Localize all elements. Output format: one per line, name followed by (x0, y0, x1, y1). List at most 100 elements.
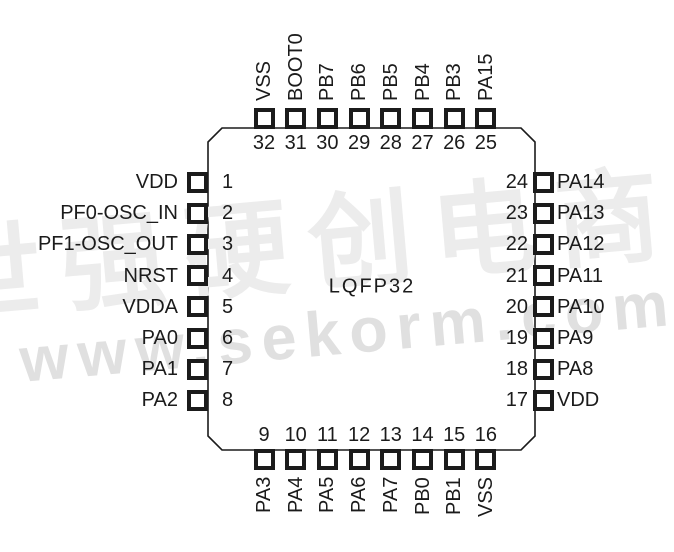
pin-square (253, 108, 275, 129)
pin-label: PB0 (411, 477, 434, 515)
pin-number: 9 (258, 424, 270, 446)
pin-number: 19 (505, 327, 528, 349)
pin-label: PA4 (284, 476, 307, 513)
pin-square (380, 108, 402, 129)
pin-square (533, 358, 554, 380)
pin-label: PA0 (141, 327, 178, 349)
pin-label: PA5 (316, 476, 339, 513)
pin-number: 23 (505, 202, 528, 225)
pin-number: 15 (443, 424, 466, 446)
pin-number: 1 (222, 171, 234, 193)
pin-label: PA8 (557, 358, 594, 381)
pin-label: PA9 (557, 327, 594, 349)
pin-square (443, 108, 465, 129)
pin-number: 22 (505, 233, 528, 256)
package-name: LQFP32 (328, 275, 416, 298)
pin-number: 17 (505, 389, 528, 412)
pin-square (475, 449, 497, 470)
pin-number: 12 (347, 424, 371, 446)
pin-number: 25 (474, 132, 498, 154)
pin-label: PF0-OSC_IN (60, 202, 178, 225)
pin-label: VSS (474, 476, 497, 517)
pin-square (285, 108, 307, 129)
pin-label: PA7 (379, 476, 402, 513)
pin-label: PB1 (443, 477, 466, 515)
pin-label: PB4 (411, 63, 434, 101)
pin-number: 32 (252, 132, 276, 154)
pin-number: 29 (347, 132, 371, 154)
pin-number: 13 (379, 424, 402, 446)
pin-label: PB7 (316, 63, 339, 101)
pin-label: VSS (253, 60, 275, 101)
pin-number: 27 (411, 132, 434, 154)
pin-number: 7 (222, 358, 234, 381)
pin-number: 16 (474, 424, 498, 446)
pin-number: 21 (505, 264, 528, 287)
pin-label: PA14 (557, 171, 605, 193)
pin-label: VDD (135, 171, 178, 193)
pin-square (380, 449, 402, 470)
pin-square (475, 108, 497, 129)
pin-square (443, 449, 465, 470)
pin-square (187, 233, 208, 255)
pin-label: PA3 (253, 476, 275, 513)
pin-label: PA1 (141, 358, 178, 381)
pin-number: 18 (505, 358, 528, 381)
pin-number: 2 (222, 202, 234, 225)
pin-number: 4 (222, 264, 234, 287)
pin-number: 6 (222, 327, 234, 349)
pin-number: 5 (222, 295, 234, 318)
pin-square (187, 389, 208, 411)
pin-label: PA2 (141, 389, 178, 412)
pin-square (187, 265, 208, 287)
pin-number: 30 (316, 132, 339, 154)
pin-square (348, 449, 370, 470)
pin-square (533, 202, 554, 224)
pin-label: PB5 (379, 63, 402, 101)
pin-label: NRST (123, 264, 178, 287)
pin-number: 3 (222, 233, 234, 256)
pin-label: PF1-OSC_OUT (37, 233, 178, 256)
pin-square (187, 358, 208, 380)
pin-number: 20 (505, 295, 528, 318)
pin-number: 8 (222, 389, 234, 412)
pin-square (187, 296, 208, 318)
pin-square (533, 265, 554, 287)
pin-label: VDDA (122, 295, 178, 318)
pin-label: BOOT0 (284, 33, 307, 101)
pin-label: VDD (557, 389, 600, 412)
pin-number: 14 (411, 424, 434, 446)
pin-square (316, 449, 338, 470)
pin-number: 10 (284, 424, 307, 446)
pin-number: 28 (379, 132, 402, 154)
pin-label: PA10 (557, 295, 605, 318)
pin-square (187, 202, 208, 224)
pin-square (187, 171, 208, 193)
pin-square (348, 108, 370, 129)
pin-square (412, 449, 433, 470)
pin-square (533, 389, 554, 411)
pin-square (533, 171, 554, 193)
pin-square (533, 296, 554, 318)
pin-label: PA15 (474, 53, 497, 101)
pin-label: PA12 (557, 233, 605, 256)
pin-square (285, 449, 307, 470)
pin-label: PA11 (557, 264, 603, 287)
pin-label: PB6 (348, 63, 371, 101)
chip-body-outline (207, 127, 536, 451)
pin-number: 11 (317, 424, 338, 446)
pin-label: PA13 (557, 202, 605, 225)
pin-square (187, 327, 208, 349)
pin-number: 26 (443, 132, 466, 154)
pin-square (412, 108, 433, 129)
pin-label: PB3 (443, 63, 466, 101)
pin-square (533, 233, 554, 255)
pin-square (533, 327, 554, 349)
pin-square (253, 449, 275, 470)
pin-square (316, 108, 338, 129)
pin-number: 24 (505, 171, 528, 193)
pin-number: 31 (284, 132, 307, 154)
